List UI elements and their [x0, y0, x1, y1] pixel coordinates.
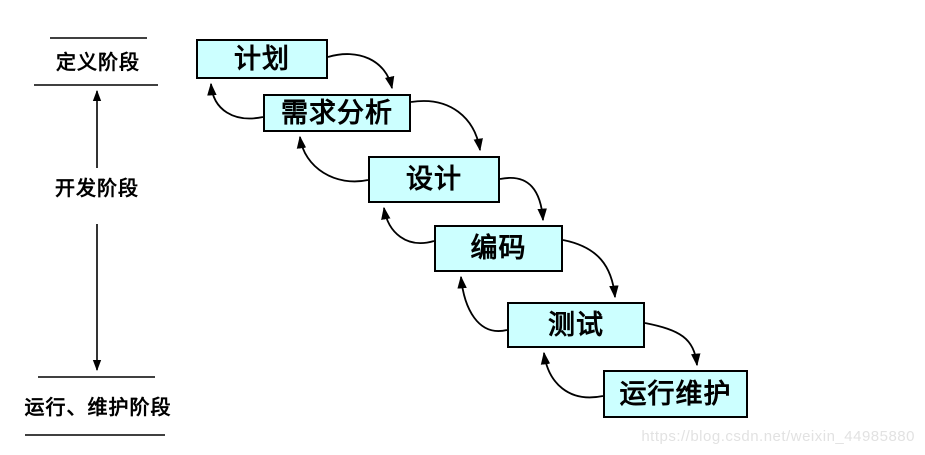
step-label-design: 设计 [406, 164, 462, 194]
step-box-testing: 测试 [507, 302, 645, 348]
arrow-coding-to-design-feedback [381, 206, 435, 244]
phase-label-definition-text: 定义阶段 [56, 52, 140, 74]
phase-label-operation-maintenance: 运行、维护阶段 [8, 396, 188, 420]
phase-label-development-text: 开发阶段 [55, 178, 139, 200]
arrow-requirements-to-plan-feedback [207, 82, 264, 120]
step-box-plan: 计划 [196, 39, 328, 79]
step-label-testing: 测试 [548, 309, 604, 340]
arrow-plan-to-requirements [327, 53, 395, 90]
step-box-operation-maintenance: 运行维护 [603, 370, 748, 418]
arrow-design-to-coding [499, 177, 547, 222]
phase-label-definition: 定义阶段 [28, 51, 168, 75]
arrow-requirements-to-design [410, 100, 483, 152]
step-box-coding: 编码 [434, 225, 563, 272]
step-box-design: 设计 [368, 156, 500, 203]
arrow-testing-to-coding-feedback [457, 275, 508, 332]
arrow-operation-to-testing-feedback [540, 351, 604, 399]
step-box-requirements-analysis: 需求分析 [263, 94, 411, 132]
phase-label-operation-maintenance-text: 运行、维护阶段 [24, 397, 172, 419]
arrow-testing-to-operation [644, 322, 701, 367]
step-label-plan: 计划 [234, 43, 290, 74]
arrow-coding-to-testing [562, 239, 619, 299]
step-label-operation-maintenance: 运行维护 [619, 378, 732, 409]
step-label-coding: 编码 [470, 233, 527, 263]
watermark-url: https://blog.csdn.net/weixin_44985880 [641, 428, 915, 445]
phase-label-development: 开发阶段 [27, 177, 167, 201]
step-label-requirements-analysis: 需求分析 [281, 97, 393, 128]
arrow-design-to-requirements-feedback [296, 135, 369, 183]
